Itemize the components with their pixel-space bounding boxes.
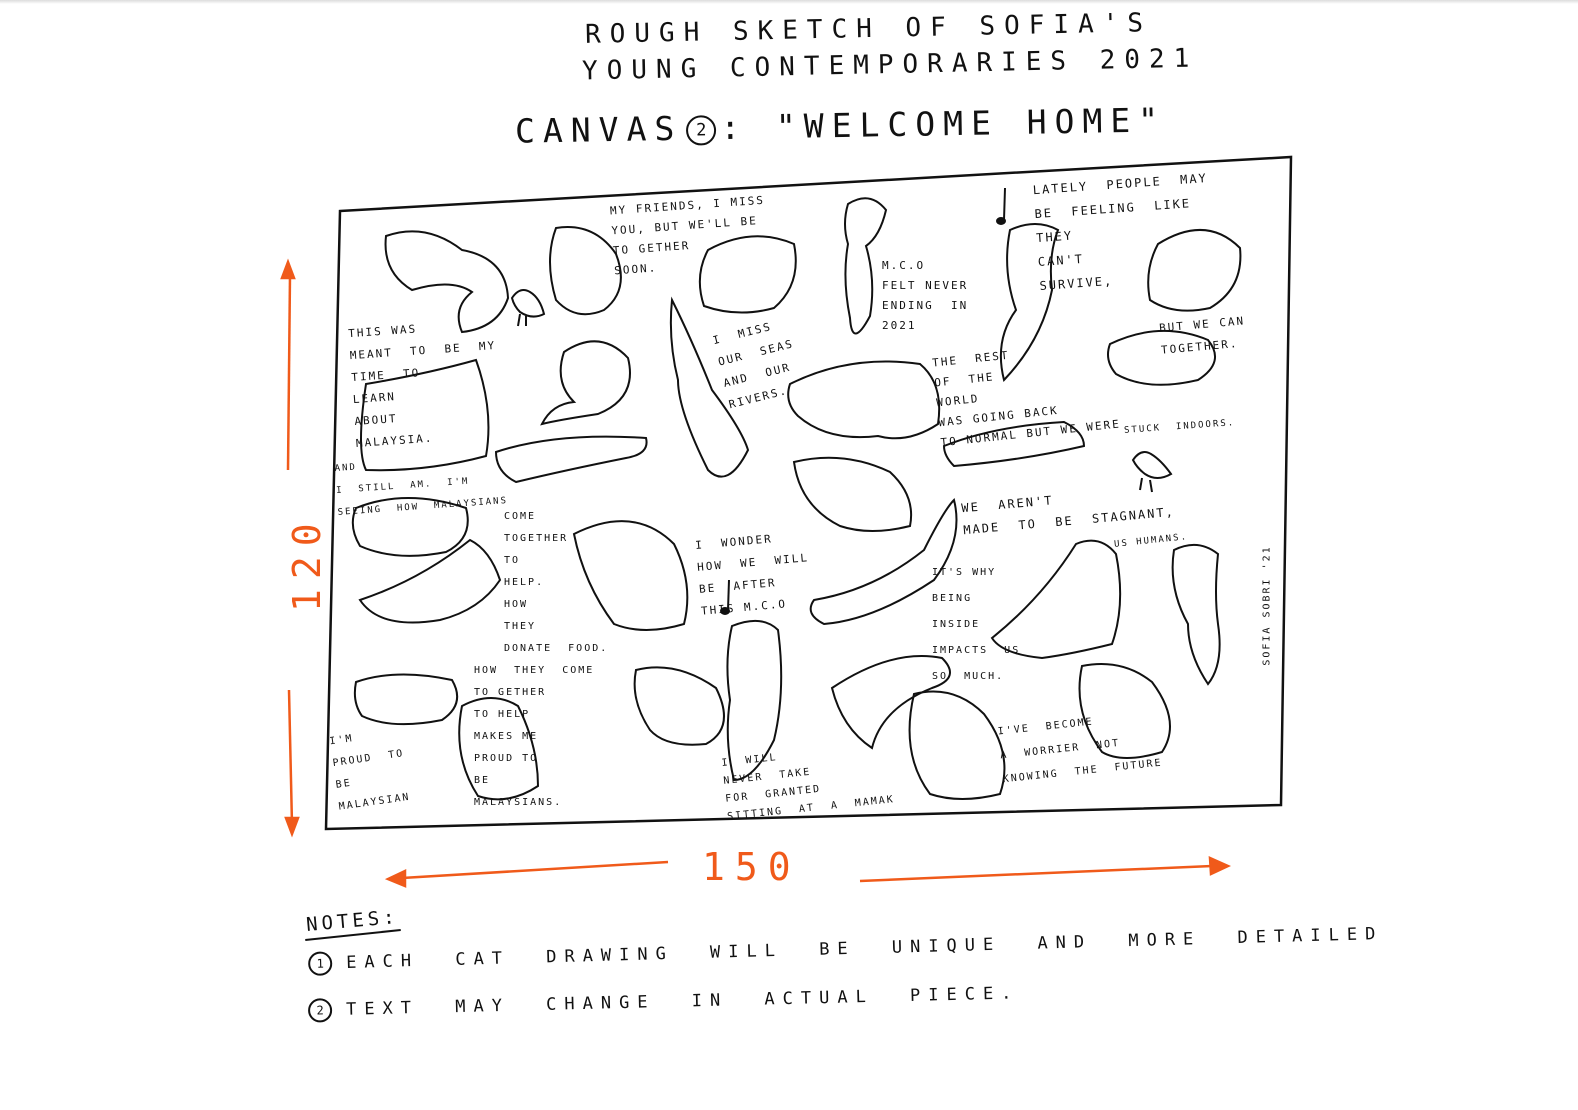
cat-doodle-icon	[351, 197, 1242, 801]
canvas-text-5: LATELY PEOPLE MAY BE FEELING LIKE THEY C…	[1032, 171, 1209, 293]
canvas-text-7: THE REST OF THE WORLD WAS GOING BACK TO …	[931, 348, 1122, 450]
canvas-text-4: M.C.O FELT NEVER ENDING IN 2021	[882, 259, 969, 332]
bird-doodle-icon	[510, 289, 1173, 493]
top-edge	[0, 0, 1578, 4]
canvas-text-2: MY FRIENDS, I MISS YOU, BUT WE'LL BE TO …	[609, 193, 766, 278]
height-dimension-label: 120	[285, 513, 329, 612]
height-arrow-icon	[280, 258, 300, 838]
canvas-text-15: HOW THEY COME TO GETHER TO HELP MAKES ME…	[474, 665, 595, 808]
canvas-text-1: THIS WAS MEANT TO BE MY TIME TO LEARN AB…	[347, 322, 497, 450]
width-arrow-icon	[384, 856, 1232, 888]
width-dimension-label: 150	[702, 845, 801, 889]
note-number-badge: 2	[307, 998, 333, 1023]
canvas-frame	[324, 155, 1293, 831]
canvas-text-14: IT'S WHY BEING INSIDE IMPACTS US SO MUCH…	[932, 567, 1021, 682]
canvas-text-16: I'M PROUD TO BE MALAYSIAN	[328, 733, 412, 813]
canvas-text-6: BUT WE CAN TOGETHER.	[1158, 314, 1246, 357]
music-note-icon	[720, 187, 1006, 615]
canvas-text-11: I WONDER HOW WE WILL BE AFTER THIS M.C.O	[694, 532, 810, 618]
note-number-badge: 1	[307, 951, 333, 977]
canvas-text-10: COME TOGETHER TO HELP. HOW THEY DONATE F…	[504, 511, 609, 654]
canvas-text-9: AND I STILL AM. I'M SEEING HOW MALAYSIAN…	[334, 462, 509, 518]
artist-signature: SOFIA SOBRI '21	[1261, 545, 1273, 666]
